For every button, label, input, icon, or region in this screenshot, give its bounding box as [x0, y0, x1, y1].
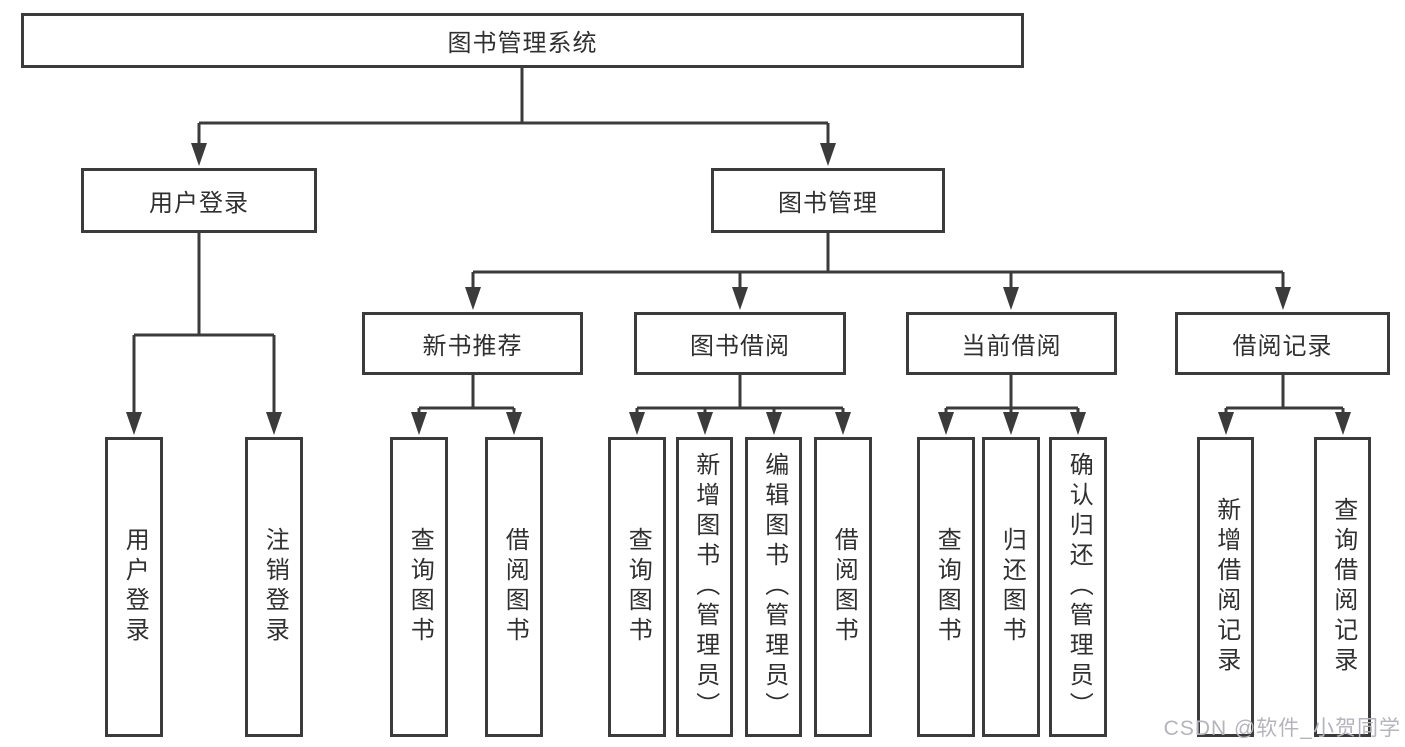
- arrowhead: [465, 287, 481, 310]
- leaf-edit-book-admin: 编辑图书（管理员）: [745, 437, 802, 737]
- leaf-label: 借阅图书: [501, 527, 529, 647]
- arrowhead: [938, 412, 954, 435]
- node-library-management-system: 图书管理系统: [21, 13, 1024, 68]
- arrowhead: [1070, 412, 1086, 435]
- node-label: 用户登录: [149, 190, 249, 217]
- arrowhead: [697, 412, 713, 435]
- leaf-borrow-books: 借阅图书: [814, 437, 872, 737]
- arrowhead: [1003, 412, 1019, 435]
- node-label: 当前借阅: [961, 333, 1062, 360]
- leaf-label: 注销登录: [261, 527, 289, 647]
- leaf-borrow-books-recommend: 借阅图书: [485, 437, 543, 737]
- arrowhead: [820, 143, 836, 166]
- leaf-label: 借阅图书: [830, 527, 858, 647]
- leaf-user-login: 用户登录: [105, 437, 163, 737]
- leaf-query-books-current: 查询图书: [917, 437, 975, 737]
- leaf-label: 确认归还（管理员）: [1065, 452, 1093, 722]
- leaf-query-books-borrow: 查询图书: [608, 437, 666, 737]
- leaf-logout: 注销登录: [245, 437, 303, 737]
- node-label: 借阅记录: [1232, 333, 1333, 360]
- leaf-label: 归还图书: [998, 527, 1026, 647]
- leaf-add-borrow-record: 新增借阅记录: [1197, 437, 1254, 737]
- node-borrowing-records: 借阅记录: [1175, 312, 1390, 375]
- node-book-management: 图书管理: [711, 168, 945, 233]
- node-user-login: 用户登录: [81, 168, 317, 233]
- leaf-query-books-recommend: 查询图书: [390, 437, 448, 737]
- arrowhead: [126, 412, 142, 435]
- arrowhead: [835, 412, 851, 435]
- arrowhead: [191, 143, 207, 166]
- arrowhead: [629, 412, 645, 435]
- leaf-label: 用户登录: [121, 527, 149, 647]
- leaf-label: 查询图书: [406, 527, 434, 647]
- arrowhead: [766, 412, 782, 435]
- node-new-book-recommendation: 新书推荐: [362, 312, 583, 375]
- leaf-return-books: 归还图书: [982, 437, 1040, 737]
- leaf-label: 查询图书: [624, 527, 652, 647]
- leaf-label: 查询图书: [933, 527, 961, 647]
- node-label: 新书推荐: [422, 333, 523, 360]
- node-label: 图书借阅: [690, 333, 790, 360]
- arrowhead: [1275, 287, 1291, 310]
- arrowhead: [266, 412, 282, 435]
- arrowhead: [1218, 412, 1234, 435]
- node-label: 图书管理系统: [447, 30, 598, 57]
- arrowhead: [1003, 287, 1019, 310]
- arrowhead: [732, 287, 748, 310]
- arrowhead: [411, 412, 427, 435]
- node-current-borrowing: 当前借阅: [906, 312, 1117, 375]
- leaf-query-borrow-record: 查询借阅记录: [1314, 437, 1371, 737]
- arrowhead: [506, 412, 522, 435]
- node-label: 图书管理: [778, 190, 878, 217]
- leaf-add-book-admin: 新增图书（管理员）: [676, 437, 733, 737]
- leaf-label: 查询借阅记录: [1329, 497, 1357, 677]
- leaf-label: 编辑图书（管理员）: [760, 452, 788, 722]
- leaf-confirm-return-admin: 确认归还（管理员）: [1049, 437, 1107, 737]
- arrowhead: [1335, 412, 1351, 435]
- leaf-label: 新增图书（管理员）: [691, 452, 719, 722]
- node-book-borrowing: 图书借阅: [634, 312, 846, 375]
- leaf-label: 新增借阅记录: [1212, 497, 1240, 677]
